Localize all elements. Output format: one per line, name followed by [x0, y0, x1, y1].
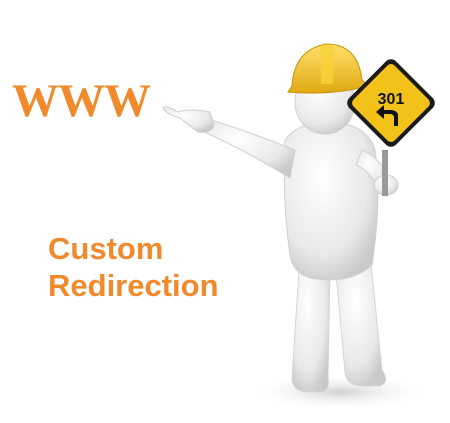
caption-line-custom: Custom — [48, 231, 164, 266]
traffic-sign: 301 — [347, 59, 435, 147]
floor-shadow — [245, 374, 435, 410]
sign-face — [352, 64, 430, 142]
turn-left-arrow-icon — [376, 105, 398, 126]
caption-line-redirection: Redirection — [48, 268, 219, 304]
sign-code-text: 301 — [378, 91, 405, 108]
torso — [283, 121, 379, 281]
pointing-hand — [162, 106, 215, 133]
hard-hat-ridge — [320, 45, 334, 84]
pointing-arm — [199, 117, 296, 179]
sign-pole — [382, 150, 388, 196]
right-leg — [334, 254, 386, 387]
custom-redirection-caption: Custom Redirection — [48, 230, 219, 304]
www-heading: WWW — [12, 75, 151, 127]
left-leg — [291, 254, 331, 393]
